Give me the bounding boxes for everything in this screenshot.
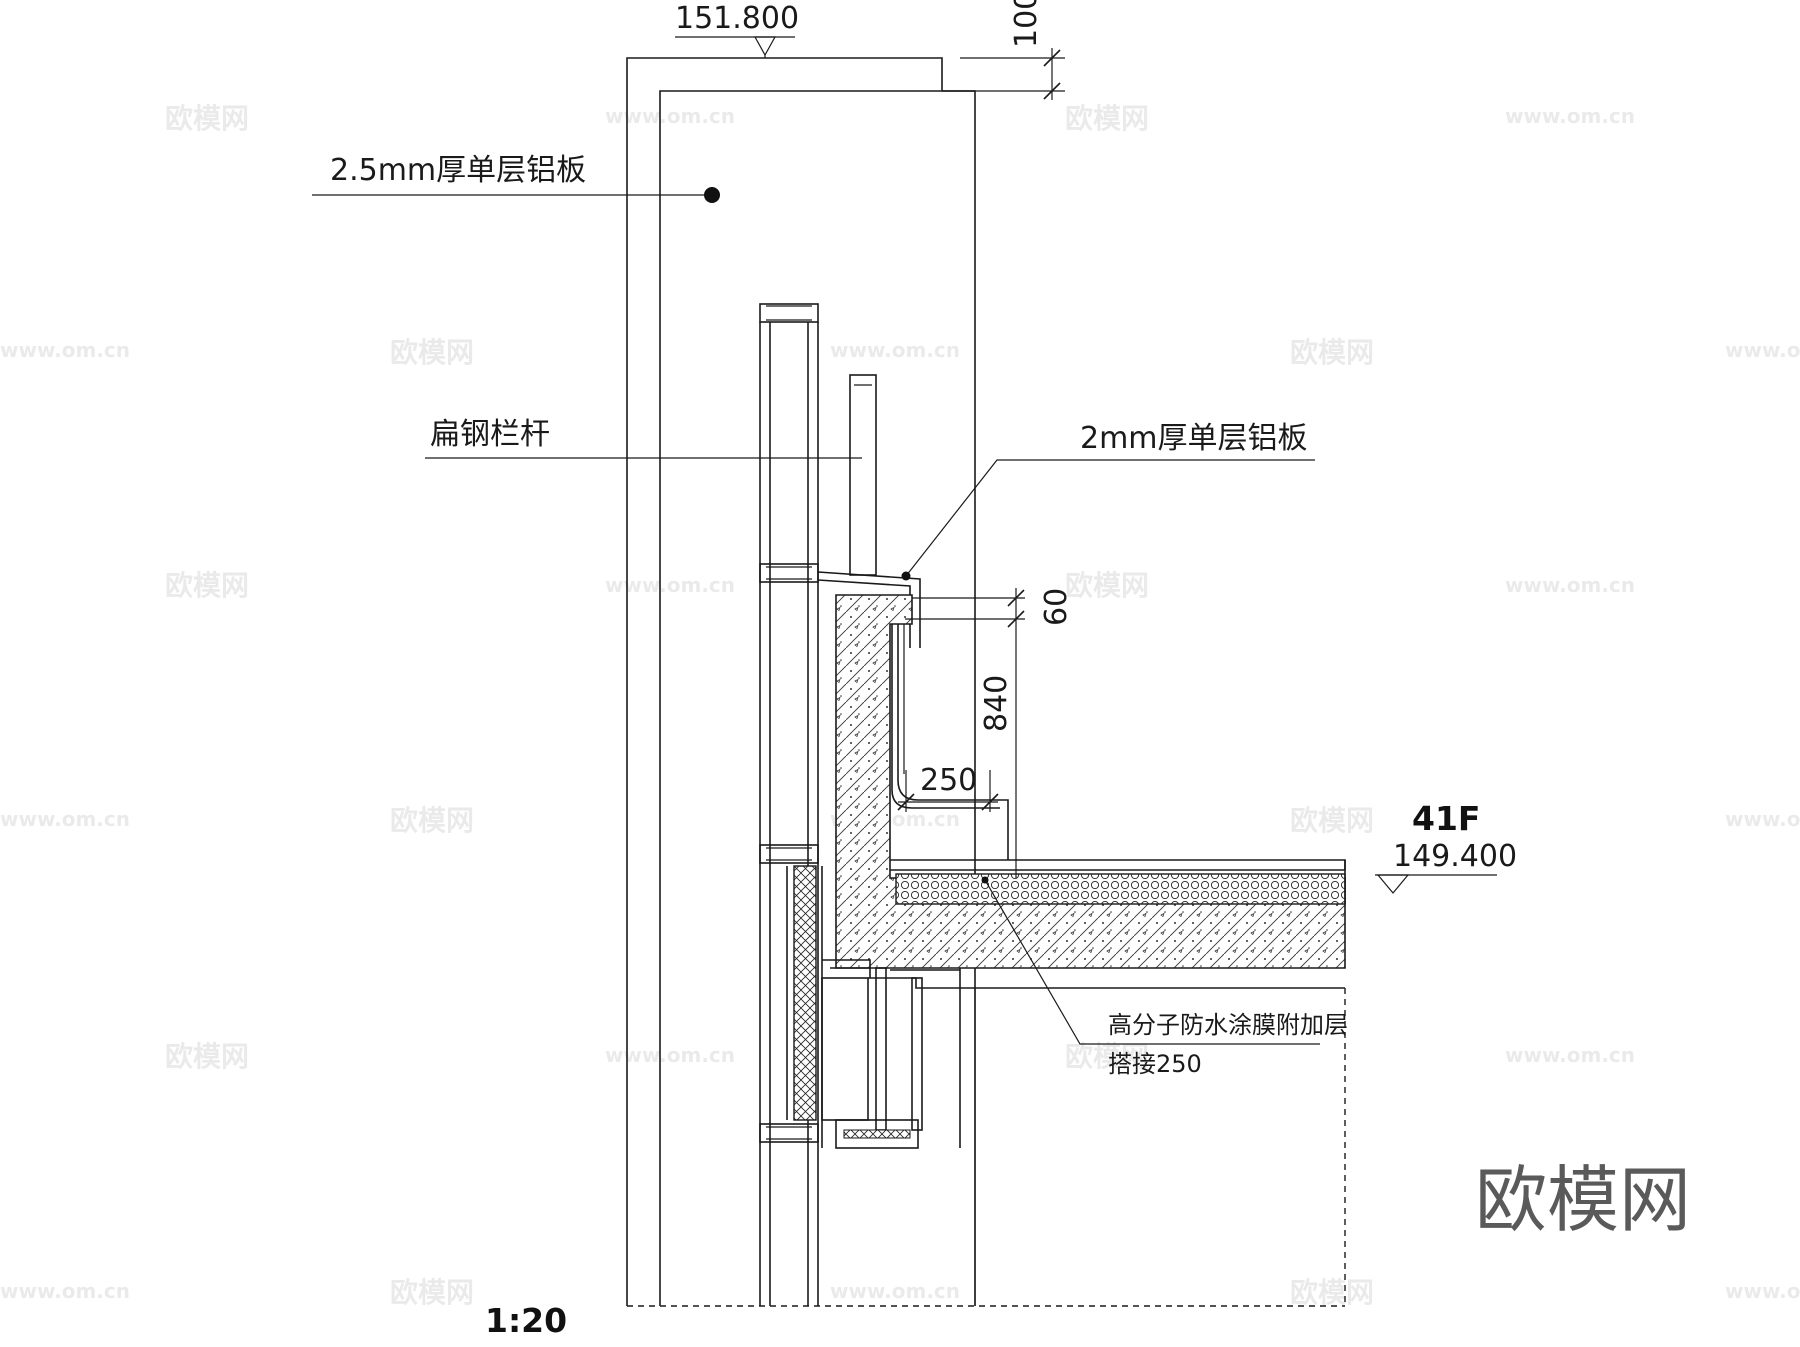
callout-waterproof-text-1: 高分子防水涂膜附加层 xyxy=(1108,1011,1348,1039)
watermark-layer: 欧模网 www.om.cn 欧模网 www.om.cn www.om.cn 欧模… xyxy=(0,102,1800,1309)
watermark-brand: 欧模网 xyxy=(1290,1276,1374,1309)
watermark-url: www.om.cn xyxy=(0,807,130,831)
watermark-brand: 欧模网 xyxy=(390,1276,474,1309)
top-elevation-marker: 151.800 xyxy=(675,1,799,58)
callout-railing: 扁钢栏杆 xyxy=(425,417,862,459)
insulation-layer xyxy=(890,859,1346,905)
watermark-brand: 欧模网 xyxy=(1065,102,1149,135)
floor-label: 41F xyxy=(1412,799,1480,838)
watermark-url: www.om.cn xyxy=(830,338,960,362)
watermark-url: www.om.cn xyxy=(0,1279,130,1303)
watermark-brand: 欧模网 xyxy=(1290,336,1374,369)
building-outline xyxy=(627,988,1346,1307)
watermark-brand: 欧模网 xyxy=(165,102,249,135)
dimension-60-text: 60 xyxy=(1039,588,1074,626)
watermark-url: www.om.cn xyxy=(830,1279,960,1303)
dimension-840-text: 840 xyxy=(979,675,1014,732)
watermark-brand: 欧模网 xyxy=(1065,569,1149,602)
inner-aluminium-panel xyxy=(817,571,921,648)
scale-label: 1:20 xyxy=(485,1301,567,1340)
callout-inner-panel: 2mm厚单层铝板 xyxy=(901,421,1315,581)
waterproof-membrane xyxy=(891,624,1009,860)
watermark-url: www.om.cn xyxy=(605,104,735,128)
coping-dimension: 100 xyxy=(960,0,1065,100)
callout-outer-panel-text: 2.5mm厚单层铝板 xyxy=(330,153,586,188)
watermark-logo: 欧模网 xyxy=(1475,1158,1691,1242)
callout-inner-panel-text: 2mm厚单层铝板 xyxy=(1080,421,1308,456)
coping-dimension-text: 100 xyxy=(1009,0,1044,48)
floor-elevation-marker: 41F 149.400 xyxy=(1375,799,1517,894)
railing-posts xyxy=(759,303,877,1306)
embedded-steel-assembly xyxy=(786,865,1345,1149)
watermark-brand: 欧模网 xyxy=(165,569,249,602)
watermark-url: www.om.cn xyxy=(1505,104,1635,128)
top-elevation-text: 151.800 xyxy=(675,1,799,36)
watermark-url: www.om.cn xyxy=(1505,573,1635,597)
watermark-brand: 欧模网 xyxy=(390,804,474,837)
watermark-brand: 欧模网 xyxy=(165,1040,249,1073)
watermark-url: www.om.cn xyxy=(1505,1043,1635,1067)
floor-elevation-text: 149.400 xyxy=(1393,839,1517,874)
callout-waterproof-text-2: 搭接250 xyxy=(1108,1050,1202,1078)
dimension-250-text: 250 xyxy=(920,763,977,798)
watermark-url: www.om.cn xyxy=(1725,1279,1800,1303)
outer-aluminium-panel xyxy=(626,57,976,1306)
watermark-url: www.om.cn xyxy=(1725,807,1800,831)
sill-dimensions: 60 840 250 xyxy=(897,588,1074,878)
watermark-url: www.om.cn xyxy=(0,338,130,362)
concrete-structure xyxy=(835,594,1346,969)
watermark-brand: 欧模网 xyxy=(1065,1040,1149,1073)
watermark-url: www.om.cn xyxy=(605,573,735,597)
callout-railing-text: 扁钢栏杆 xyxy=(430,417,550,452)
watermark-url: www.om.cn xyxy=(1725,338,1800,362)
watermark-brand: 欧模网 xyxy=(390,336,474,369)
watermark-brand: 欧模网 xyxy=(1290,804,1374,837)
watermark-url: www.om.cn xyxy=(605,1043,735,1067)
callout-outer-panel: 2.5mm厚单层铝板 xyxy=(312,153,720,203)
callout-waterproof: 高分子防水涂膜附加层 搭接250 xyxy=(981,876,1348,1078)
